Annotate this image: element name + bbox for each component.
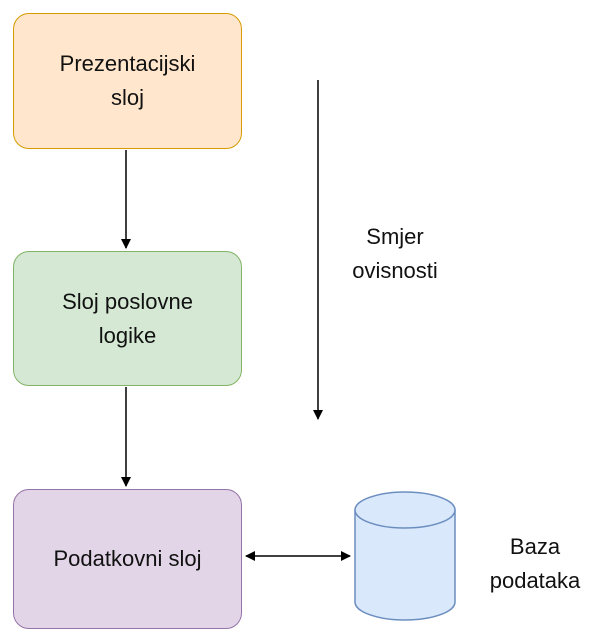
business-logic-layer-box: Sloj poslovne logike [13,251,242,386]
data-layer-label: Podatkovni sloj [53,546,202,571]
presentation-layer-label: Prezentacijski sloj [59,51,196,110]
database-label: Baza podataka [489,534,581,593]
business-logic-layer-label: Sloj poslovne logike [62,288,193,348]
database-cylinder-icon [354,491,456,621]
presentation-layer-box: Prezentacijski sloj [13,13,242,149]
dependency-direction-label: Smjer ovisnosti [352,224,438,283]
